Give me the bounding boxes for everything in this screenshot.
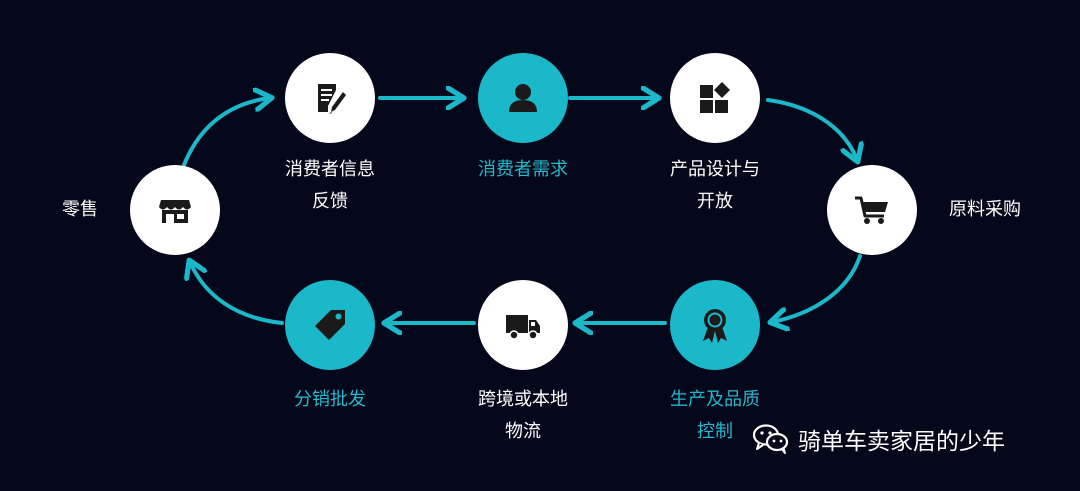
- label-consumer-demand: 消费者需求: [478, 159, 568, 180]
- label-logistics: 跨境或本地 物流: [478, 389, 568, 442]
- document-pen-icon: [318, 84, 346, 114]
- label-raw-material-procurement: 原料采购: [949, 199, 1021, 220]
- arrow-procurement-to-production: [772, 254, 862, 322]
- price-tag-icon: [315, 310, 345, 340]
- node-distribution-wholesale: [285, 280, 375, 370]
- wechat-icon: [752, 424, 789, 454]
- award-ribbon-icon: [703, 309, 727, 343]
- node-consumer-feedback: [285, 53, 375, 143]
- arrow-retail-to-feedback: [182, 98, 270, 167]
- node-raw-material-procurement: [827, 165, 917, 255]
- node-consumer-demand: [478, 53, 568, 143]
- label-distribution-wholesale: 分销批发: [294, 389, 366, 410]
- label-product-design: 产品设计与 开放: [670, 159, 760, 212]
- delivery-truck-icon: [506, 315, 540, 340]
- store-icon: [159, 200, 191, 223]
- label-retail: 零售: [62, 199, 98, 220]
- shopping-cart-icon: [855, 196, 888, 224]
- grid-shapes-icon: [700, 82, 730, 113]
- node-logistics: [478, 280, 568, 370]
- label-production-quality: 生产及品质 控制: [670, 389, 760, 442]
- node-production-quality: [670, 280, 760, 370]
- node-retail: [130, 165, 220, 255]
- watermark-text: 骑单车卖家居的少年: [798, 429, 1005, 455]
- user-icon: [509, 84, 537, 112]
- node-product-design: [670, 53, 760, 143]
- arrow-distribution-to-retail: [190, 262, 284, 325]
- watermark: 骑单车卖家居的少年: [752, 422, 1005, 456]
- label-consumer-feedback: 消费者信息 反馈: [285, 159, 375, 212]
- arrow-design-to-procurement: [766, 98, 857, 160]
